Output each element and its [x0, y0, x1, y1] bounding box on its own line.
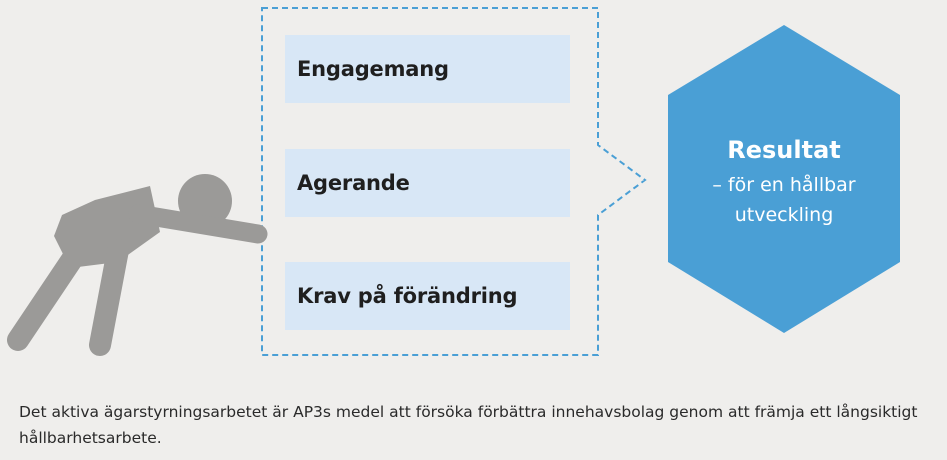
- factor-label: Engagemang: [297, 57, 449, 81]
- caption: Det aktiva ägarstyrningsarbetet är AP3s …: [19, 403, 918, 447]
- factor-label: Agerande: [297, 171, 410, 195]
- result-subtitle-line1: – för en hållbar: [712, 174, 856, 196]
- dashed-callout-border: [261, 7, 647, 356]
- factor-label: Krav på förändring: [297, 284, 518, 308]
- factor-engagemang: Engagemang: [285, 35, 570, 103]
- pushing-person-icon: [7, 174, 268, 356]
- result-hexagon: [668, 25, 900, 333]
- result-text: Resultat – för en hållbar utveckling: [668, 130, 900, 230]
- result-subtitle-line2: utveckling: [734, 204, 834, 226]
- factor-krav-pa-forandring: Krav på förändring: [285, 262, 570, 330]
- result-title: Resultat: [727, 136, 841, 164]
- factor-agerande: Agerande: [285, 149, 570, 217]
